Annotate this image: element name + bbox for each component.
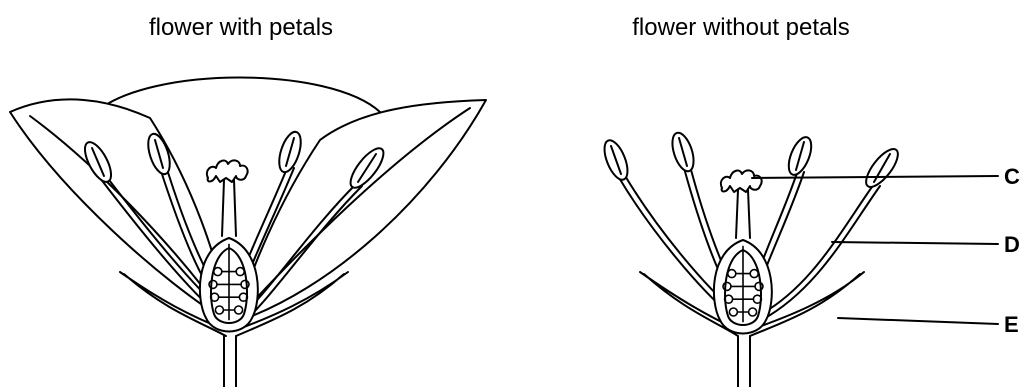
leader-line-c bbox=[752, 176, 998, 178]
flower-stalk bbox=[224, 336, 236, 387]
leader-line-d bbox=[832, 242, 998, 244]
stigma-c bbox=[721, 170, 762, 192]
anther bbox=[784, 134, 816, 178]
anther bbox=[600, 137, 632, 183]
flower-without-petals bbox=[600, 130, 903, 387]
anther bbox=[668, 130, 697, 174]
flower-with-petals bbox=[10, 78, 486, 387]
flower-stalk bbox=[738, 336, 750, 387]
anther bbox=[861, 144, 904, 191]
style bbox=[736, 190, 750, 238]
leader-line-e bbox=[838, 318, 998, 324]
label-d: D bbox=[1004, 232, 1020, 258]
label-c: C bbox=[1004, 164, 1020, 190]
label-e: E bbox=[1004, 312, 1019, 338]
